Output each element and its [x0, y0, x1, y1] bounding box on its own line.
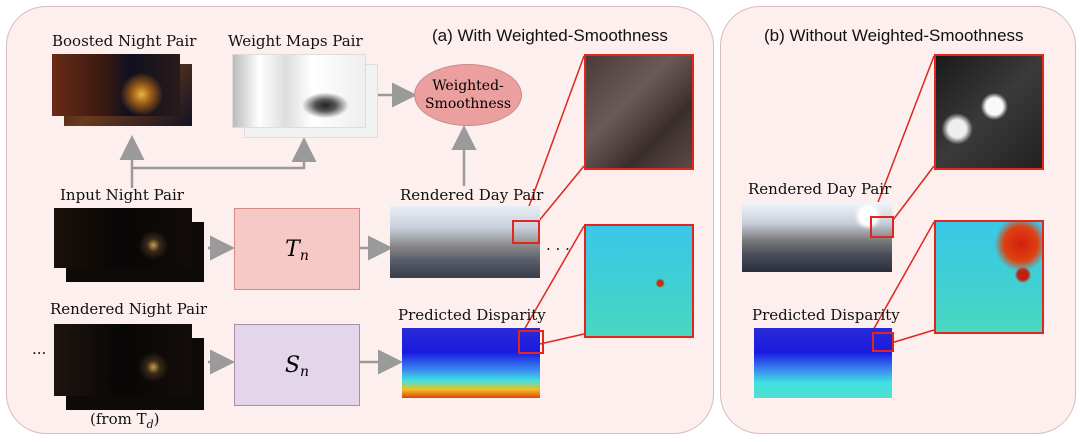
boosted-night-pair-label: Boosted Night Pair [52, 32, 197, 50]
panel-b-day-highlight-box [870, 216, 894, 238]
weight-maps-pair-label: Weight Maps Pair [228, 32, 363, 50]
disparity-image [402, 328, 540, 398]
panel-b-predicted-disparity-label: Predicted Disparity [752, 306, 900, 324]
panel-b-rendered-day-pair-label: Rendered Day Pair [748, 180, 892, 198]
disparity-highlight-box [518, 330, 544, 354]
input-night-image [54, 208, 192, 268]
day-zoom-patch [584, 54, 694, 170]
ellipsis-left: ... [32, 340, 47, 358]
predicted-disparity-label: Predicted Disparity [398, 306, 546, 324]
weighted-smoothness-node: Weighted-Smoothness [414, 64, 522, 126]
arrow-branch-to-weightmaps [132, 137, 317, 170]
from-td-label: (from Td) [90, 410, 160, 431]
panel-b-disparity-zoom-patch [934, 220, 1044, 334]
panel-b-title: (b) Without Weighted-Smoothness [764, 26, 1024, 45]
rendered-night-image [54, 324, 192, 396]
input-night-pair-label: Input Night Pair [60, 186, 184, 204]
panel-b-rendered-day-image [742, 202, 892, 272]
weight-map-image [232, 54, 366, 128]
panel-b-disparity-highlight-box [872, 332, 894, 352]
boosted-night-image [52, 54, 180, 116]
day-highlight-box [512, 220, 540, 244]
panel-a-title: (a) With Weighted-Smoothness [432, 26, 668, 45]
rendered-day-pair-label: Rendered Day Pair [400, 186, 544, 204]
panel-b-disparity-image [754, 328, 892, 398]
disparity-zoom-patch [584, 224, 694, 338]
ellipsis-right: . . . [546, 236, 570, 254]
rendered-night-pair-label: Rendered Night Pair [50, 300, 208, 318]
panel-b-day-zoom-patch [934, 54, 1044, 170]
